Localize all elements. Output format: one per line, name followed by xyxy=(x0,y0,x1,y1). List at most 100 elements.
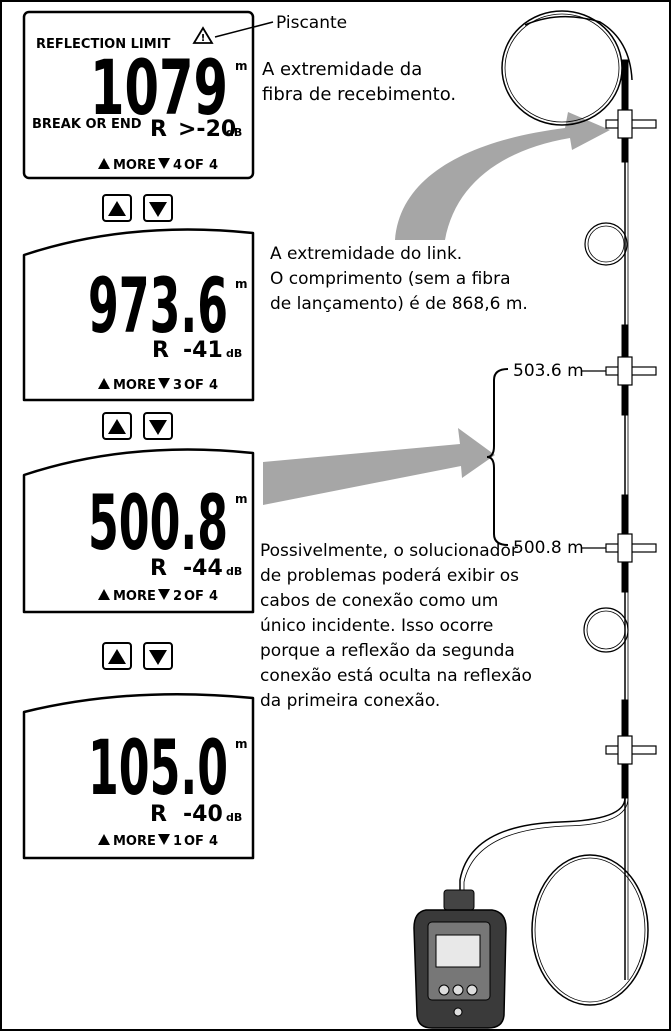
svg-text:de lançamento) é de 868,6 m.: de lançamento) é de 868,6 m. xyxy=(270,294,528,314)
fiber-coil xyxy=(583,607,629,653)
nav-buttons-3 xyxy=(102,642,173,670)
svg-text:A extremidade da: A extremidade da xyxy=(262,59,422,80)
down-arrow-icon xyxy=(158,378,170,389)
svg-text:!: ! xyxy=(201,33,206,44)
fiber-coil xyxy=(584,222,628,266)
page-number: 1 xyxy=(173,834,182,849)
lcd-unit-db: dB xyxy=(226,126,242,139)
reflection-limit-label: REFLECTION LIMIT xyxy=(36,37,171,52)
of-label: OF xyxy=(184,158,204,173)
lcd-reflectance: -40 xyxy=(183,802,223,827)
lcd-screen-1: REFLECTION LIMIT ! 1079 m BREAK OR END R… xyxy=(22,10,255,180)
tester-screen xyxy=(435,934,481,968)
more-label: MORE xyxy=(113,378,156,393)
connection-pointer-arrow xyxy=(263,428,495,505)
down-button[interactable] xyxy=(143,194,173,222)
fiber-link xyxy=(459,10,657,1006)
blinking-leader-line xyxy=(214,21,274,38)
lcd-distance: 500.8 xyxy=(88,478,228,567)
lcd-r-label: R xyxy=(150,802,167,827)
svg-text:cabos de conexão como um: cabos de conexão como um xyxy=(260,591,498,611)
lcd-frame xyxy=(22,692,255,860)
lcd-unit-db: dB xyxy=(226,347,242,360)
break-or-end-label: BREAK OR END xyxy=(32,117,142,132)
lcd-screen-2: 973.6 m R -41 dB MORE 3 OF 4 xyxy=(22,228,255,402)
receive-fiber-spool xyxy=(501,10,623,126)
lcd-unit-m: m xyxy=(235,492,248,506)
more-label: MORE xyxy=(113,158,156,173)
tester-button xyxy=(453,1007,463,1017)
down-button[interactable] xyxy=(143,412,173,440)
connection-description: Possivelmente, o solucionador de problem… xyxy=(260,541,532,711)
page-number: 3 xyxy=(173,378,182,393)
launch-fiber-spool xyxy=(531,854,649,1006)
blinking-callout: Piscante xyxy=(276,13,347,33)
of-label: OF xyxy=(184,589,204,604)
lcd-screen-4: 105.0 m R -40 dB MORE 1 OF 4 xyxy=(22,692,255,860)
page-total: 4 xyxy=(209,834,218,849)
page-number: 2 xyxy=(173,589,182,604)
svg-text:da primeira conexão.: da primeira conexão. xyxy=(260,691,440,711)
distance-label-500: 500.8 m xyxy=(513,538,584,558)
lcd-unit-m: m xyxy=(235,59,248,73)
triangle-down-icon xyxy=(149,420,167,435)
fiber-tester-device xyxy=(413,889,507,1029)
page-total: 4 xyxy=(209,378,218,393)
receive-end-pointer-arrow xyxy=(395,112,610,240)
nav-buttons-2 xyxy=(102,412,173,440)
receive-end-description: A extremidade da fibra de recebimento. xyxy=(262,59,456,105)
distance-label-503: 503.6 m xyxy=(513,361,584,381)
triangle-up-icon xyxy=(108,419,126,434)
up-arrow-icon xyxy=(98,589,110,600)
lcd-distance: 973.6 xyxy=(88,261,228,350)
lcd-screen-3: 500.8 m R -44 dB MORE 2 OF 4 xyxy=(22,448,255,614)
warning-triangle-icon: ! xyxy=(192,26,214,44)
up-button[interactable] xyxy=(102,194,132,222)
lcd-unit-db: dB xyxy=(226,565,242,578)
up-button[interactable] xyxy=(102,642,132,670)
lcd-reflectance: -41 xyxy=(183,338,223,363)
lcd-frame xyxy=(22,228,255,402)
lcd-unit-db: dB xyxy=(226,811,242,824)
lcd-reflectance: >-20 xyxy=(178,117,236,142)
more-label: MORE xyxy=(113,834,156,849)
lcd-reflectance: -44 xyxy=(183,556,223,581)
svg-text:O comprimento (sem a fibra: O comprimento (sem a fibra xyxy=(270,269,511,289)
lcd-frame xyxy=(22,448,255,614)
lcd-frame xyxy=(22,10,255,180)
connector-bracket xyxy=(486,368,509,546)
svg-text:A extremidade do link.: A extremidade do link. xyxy=(270,244,462,264)
tester-button xyxy=(438,984,450,996)
svg-text:Possivelmente, o solucionador: Possivelmente, o solucionador xyxy=(260,541,518,561)
svg-text:fibra de recebimento.: fibra de recebimento. xyxy=(262,84,456,105)
tester-button xyxy=(466,984,478,996)
lcd-distance: 105.0 xyxy=(88,723,228,812)
svg-text:conexão está oculta na reflexã: conexão está oculta na reflexão xyxy=(260,666,532,686)
of-label: OF xyxy=(184,834,204,849)
link-end-description: A extremidade do link. O comprimento (se… xyxy=(270,244,528,314)
up-arrow-icon xyxy=(98,378,110,389)
lcd-unit-m: m xyxy=(235,277,248,291)
of-label: OF xyxy=(184,378,204,393)
tester-button xyxy=(452,984,464,996)
lcd-r-label: R xyxy=(150,117,167,142)
more-label: MORE xyxy=(113,589,156,604)
lcd-distance: 1079 xyxy=(90,43,228,132)
triangle-down-icon xyxy=(149,202,167,217)
page-total: 4 xyxy=(209,589,218,604)
triangle-up-icon xyxy=(108,201,126,216)
up-button[interactable] xyxy=(102,412,132,440)
lcd-unit-m: m xyxy=(235,737,248,751)
down-arrow-icon xyxy=(158,589,170,600)
triangle-down-icon xyxy=(149,650,167,665)
lcd-r-label: R xyxy=(150,556,167,581)
up-arrow-icon xyxy=(98,158,110,169)
triangle-up-icon xyxy=(108,649,126,664)
svg-text:único incidente. Isso ocorre: único incidente. Isso ocorre xyxy=(260,616,493,636)
svg-text:porque a reflexão da segunda: porque a reflexão da segunda xyxy=(260,641,515,661)
svg-text:de problemas poderá exibir os: de problemas poderá exibir os xyxy=(260,566,519,586)
down-arrow-icon xyxy=(158,158,170,169)
down-button[interactable] xyxy=(143,642,173,670)
